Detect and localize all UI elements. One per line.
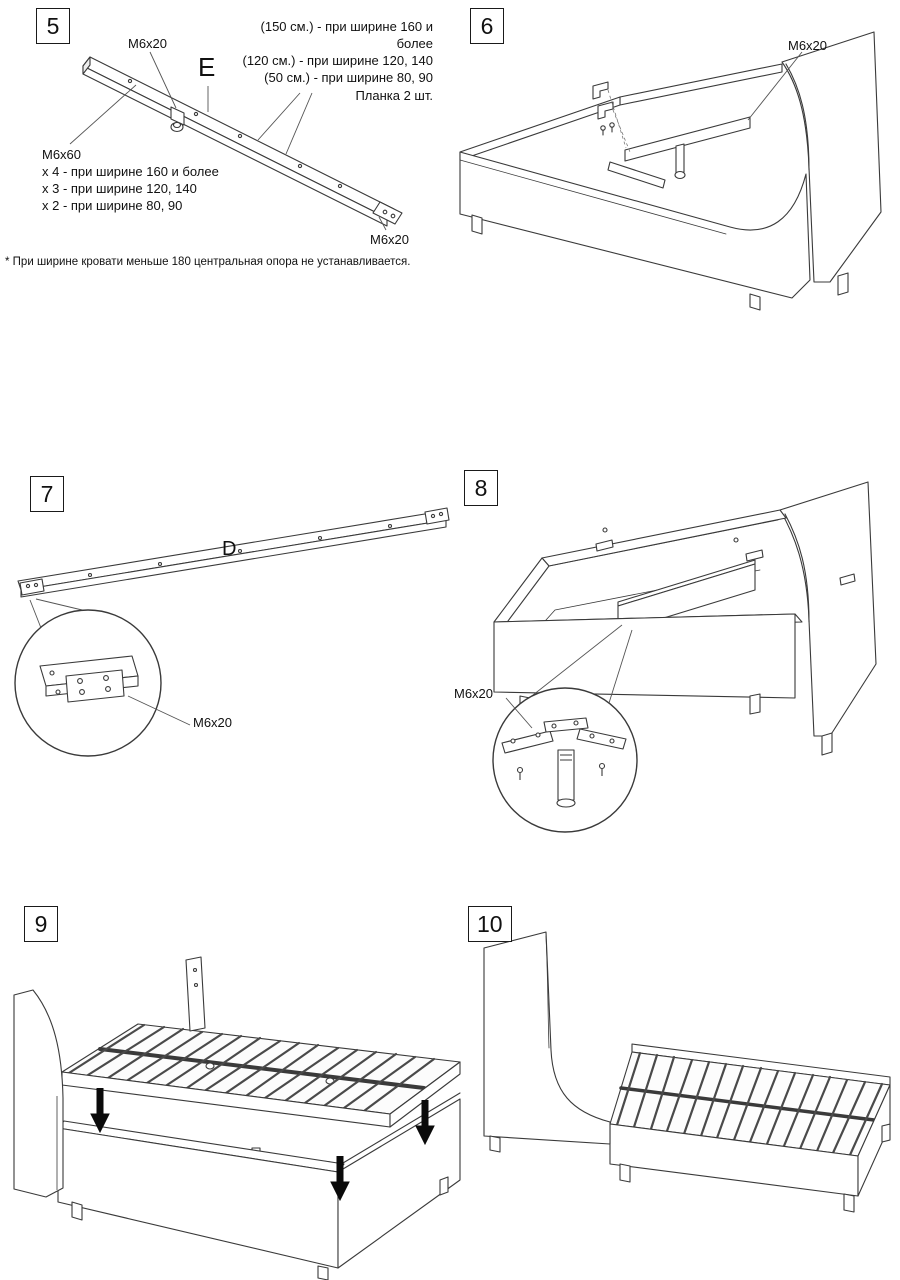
headboard bbox=[483, 931, 611, 1145]
size-note-line: (150 см.) - при ширине 160 и более bbox=[260, 19, 433, 52]
assembly-guide-lines bbox=[607, 89, 631, 153]
step-9-drawing bbox=[13, 956, 461, 1280]
bracket bbox=[745, 549, 764, 562]
leg bbox=[749, 293, 761, 311]
step-6-hardware-label: M6x20 bbox=[788, 38, 828, 53]
side-panel bbox=[459, 151, 811, 299]
screw bbox=[733, 537, 739, 543]
screw bbox=[598, 762, 606, 770]
leg bbox=[881, 1123, 891, 1143]
foot-wall bbox=[493, 557, 550, 630]
leg bbox=[489, 1135, 501, 1153]
leg bbox=[71, 1201, 83, 1221]
plank-e-drawing bbox=[82, 56, 403, 227]
leg bbox=[821, 732, 833, 756]
zoom-detail-support bbox=[501, 717, 627, 808]
size-note-line: (50 см.) - при ширине 80, 90 bbox=[264, 70, 433, 86]
step-5-drawing bbox=[69, 51, 403, 231]
step-10-drawing bbox=[483, 931, 891, 1213]
screw bbox=[602, 527, 608, 533]
step-5-hardware-bottom-label: M6x20 bbox=[370, 232, 410, 247]
bracket bbox=[839, 573, 856, 586]
leg bbox=[749, 693, 761, 715]
leader-lines bbox=[747, 51, 803, 121]
step-7-drawing bbox=[14, 507, 450, 757]
leg bbox=[619, 1163, 631, 1183]
storage-box bbox=[57, 1092, 461, 1280]
step-6-number: 6 bbox=[470, 8, 504, 44]
step-6-drawing bbox=[459, 31, 882, 311]
bracket bbox=[595, 539, 614, 552]
step-5-number: 5 bbox=[36, 8, 70, 44]
bolt-note-line: x 3 - при ширине 120, 140 bbox=[42, 181, 197, 197]
step-7-number: 7 bbox=[30, 476, 64, 512]
step-10: 10 bbox=[460, 900, 900, 1280]
step-6: 6 bbox=[450, 0, 900, 315]
slat-base bbox=[61, 956, 461, 1128]
slats bbox=[615, 1051, 884, 1157]
center-roller-leg bbox=[675, 143, 685, 175]
step-7-hardware-label: M6x20 bbox=[193, 715, 233, 730]
back-post bbox=[185, 956, 206, 1032]
step-8-number: 8 bbox=[464, 470, 498, 506]
front-wall bbox=[493, 613, 796, 699]
zoom-detail-bracket bbox=[39, 655, 139, 703]
step-5: 5 bbox=[0, 0, 460, 285]
page-footnote: * При ширине кровати меньше 180 централь… bbox=[5, 256, 411, 268]
headboard bbox=[13, 989, 64, 1198]
foot-rail bbox=[459, 96, 621, 161]
bracket bbox=[597, 101, 614, 120]
plank-d-drawing bbox=[17, 507, 450, 598]
leg bbox=[471, 214, 483, 235]
leg bbox=[317, 1265, 329, 1280]
screw bbox=[516, 766, 524, 774]
leg bbox=[843, 1193, 855, 1213]
cross-bar bbox=[607, 161, 666, 189]
step-9: 9 bbox=[0, 900, 470, 1280]
step-5-hardware-top-label: M6x20 bbox=[128, 36, 168, 51]
bracket bbox=[592, 81, 609, 100]
step-5-bolt-notes: M6x60 x 4 - при ширине 160 и более x 3 -… bbox=[42, 146, 219, 215]
leader-lines bbox=[127, 695, 191, 726]
step-5-part-letter: E bbox=[198, 52, 216, 82]
back-rail bbox=[619, 63, 783, 106]
bolt-label: M6x60 bbox=[42, 147, 82, 162]
leg bbox=[837, 272, 849, 296]
down-arrows bbox=[90, 1088, 435, 1202]
size-note-line: Планка 2 шт. bbox=[355, 87, 433, 103]
step-9-number: 9 bbox=[24, 906, 58, 942]
leader-lines bbox=[505, 697, 533, 729]
center-rail-e bbox=[624, 116, 751, 162]
size-note-line: (120 см.) - при ширине 120, 140 bbox=[242, 53, 433, 69]
headboard bbox=[781, 31, 882, 283]
step-8: 8 bbox=[450, 460, 900, 872]
bolt-note-line: x 4 - при ширине 160 и более bbox=[42, 164, 219, 180]
slats bbox=[67, 1023, 436, 1113]
bolt-note-line: x 2 - при ширине 80, 90 bbox=[42, 198, 183, 214]
leg bbox=[439, 1176, 449, 1196]
step-7: 7 bbox=[0, 470, 460, 845]
step-7-part-letter: D bbox=[222, 538, 237, 560]
step-5-size-notes: (150 см.) - при ширине 160 и более (120 … bbox=[225, 18, 433, 104]
leader-lines bbox=[69, 51, 387, 231]
step-8-hardware-label: M6x20 bbox=[454, 686, 494, 701]
step-8-drawing bbox=[492, 481, 877, 833]
center-roller-leg bbox=[170, 106, 185, 126]
step-10-number: 10 bbox=[468, 906, 512, 942]
